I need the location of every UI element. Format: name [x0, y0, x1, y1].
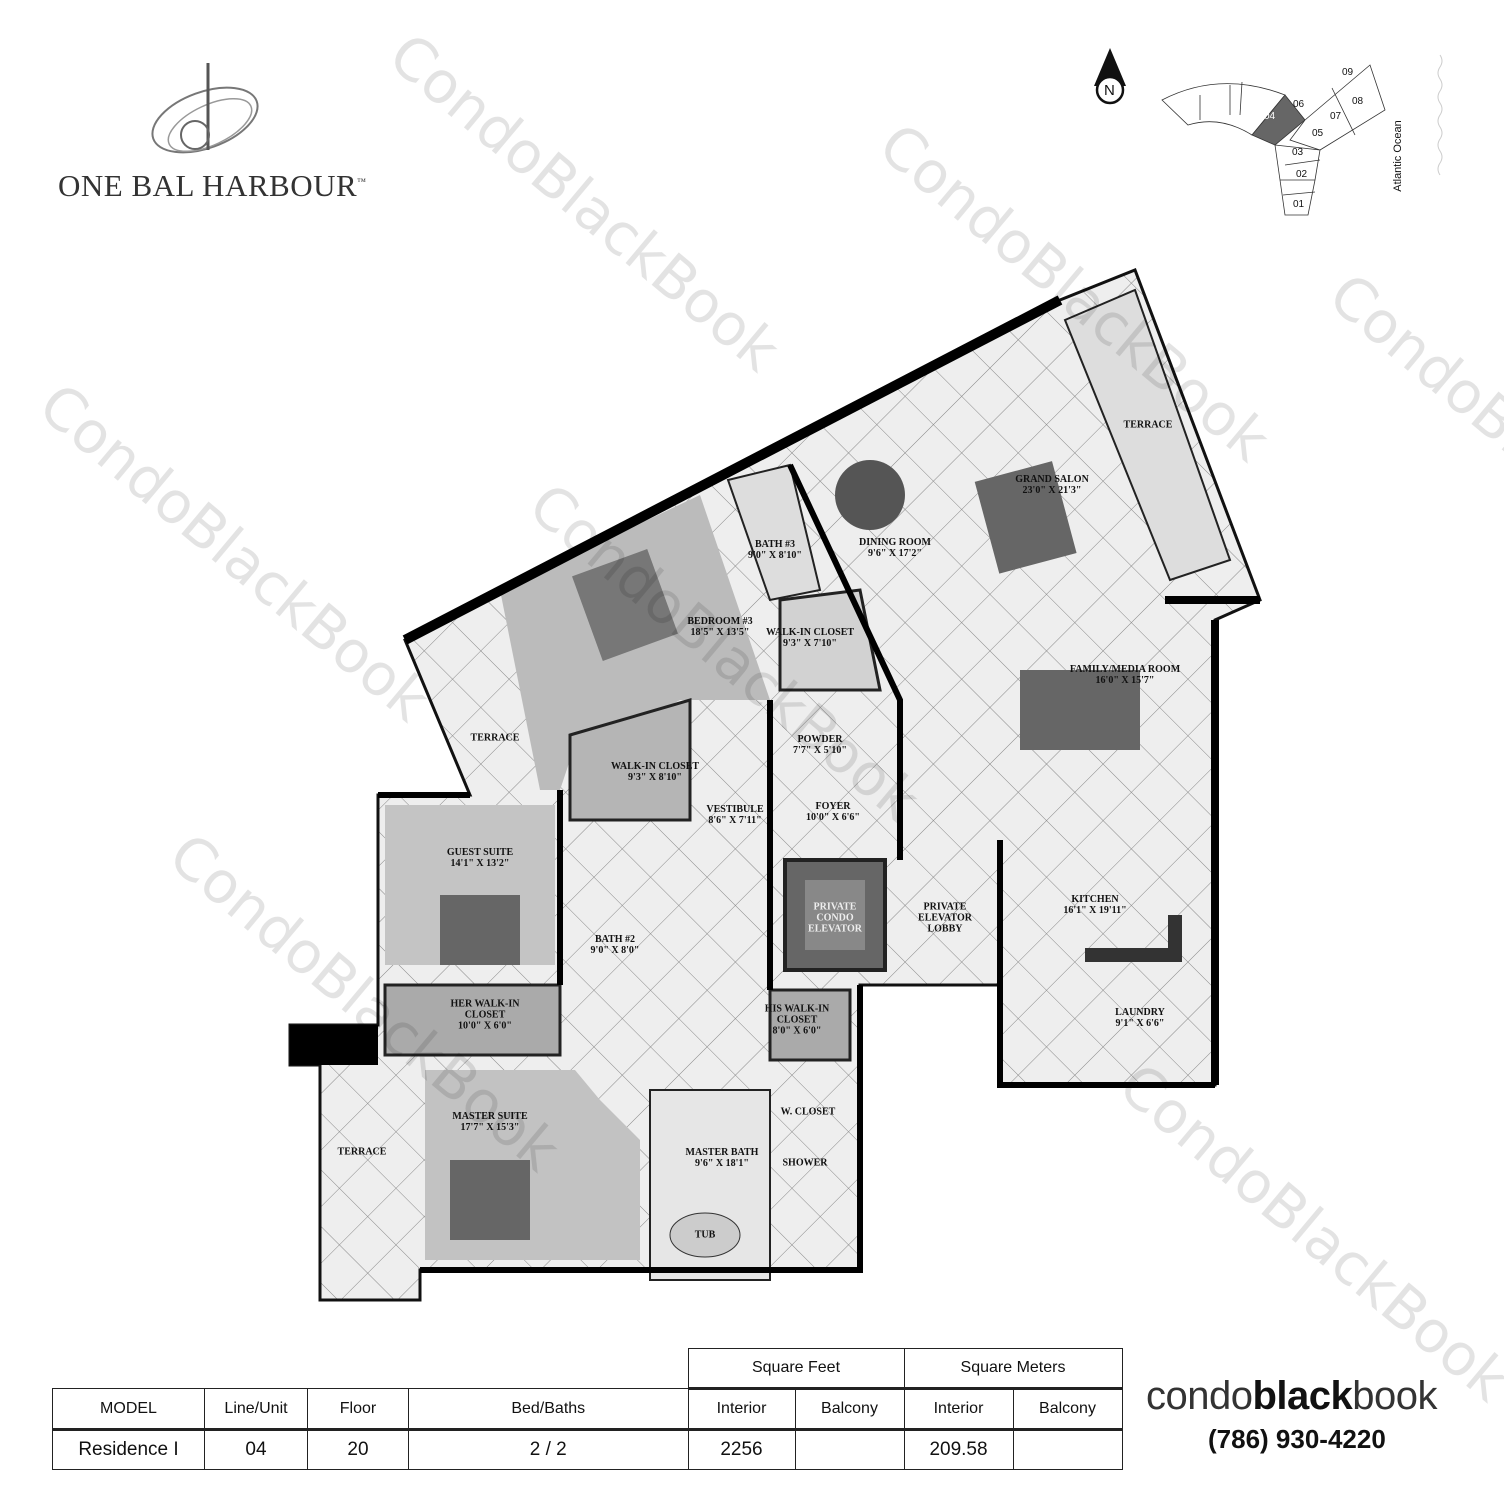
unit-label: 04: [1264, 111, 1276, 122]
room-label: TERRACE: [470, 732, 520, 744]
square-meters-header: Square Meters: [903, 1348, 1123, 1390]
building-name: ONE BAL HARBOUR™: [58, 168, 367, 203]
room-label: W. CLOSET: [780, 1106, 836, 1118]
cell-sqft-balcony: [794, 1429, 905, 1470]
cell-sqm-balcony: [1012, 1429, 1123, 1470]
unit-label: 09: [1342, 67, 1354, 78]
room-label: TERRACE: [1123, 419, 1173, 431]
logo-mark-icon: [151, 63, 259, 154]
unit-spec-table: Square Feet Square Meters MODEL Line/Uni…: [52, 1348, 1123, 1470]
header-floor: Floor: [307, 1388, 409, 1430]
room-label: PRIVATE CONDO ELEVATOR: [808, 901, 862, 935]
cell-sqm-interior: 209.58: [903, 1429, 1014, 1470]
unit-label: 01: [1293, 199, 1305, 210]
header-model: MODEL: [52, 1388, 205, 1430]
unit-label: 03: [1292, 147, 1304, 158]
room-label: TERRACE: [337, 1146, 387, 1158]
cell-bed-baths: 2 / 2: [408, 1429, 689, 1470]
key-plan: N 09 06 08 04 07 05 03 02 01 Atlantic Oc…: [1080, 40, 1460, 240]
unit-label: 02: [1296, 169, 1308, 180]
room-label: PRIVATE ELEVATOR LOBBY: [918, 901, 972, 935]
unit-label: 06: [1293, 99, 1305, 110]
header-sqm-balcony: Balcony: [1012, 1388, 1123, 1430]
cell-line-unit: 04: [204, 1429, 308, 1470]
header-line-unit: Line/Unit: [204, 1388, 308, 1430]
header-sqm-interior: Interior: [903, 1388, 1014, 1430]
north-arrow-icon: [1094, 48, 1126, 105]
cell-floor: 20: [307, 1429, 409, 1470]
cell-sqft-interior: 2256: [687, 1429, 796, 1470]
floor-plan-drawing: [288, 268, 1262, 1302]
room-label: TUB: [694, 1229, 716, 1241]
north-label: N: [1104, 82, 1115, 99]
header-bed-baths: Bed/Baths: [408, 1388, 689, 1430]
building-logo: [140, 55, 270, 165]
cell-model: Residence I: [52, 1429, 205, 1470]
unit-label: 05: [1312, 128, 1324, 139]
unit-label: 07: [1330, 111, 1342, 122]
header-sqft-interior: Interior: [687, 1388, 796, 1430]
phone-number: (786) 930-4220: [1208, 1424, 1386, 1454]
header-sqft-balcony: Balcony: [794, 1388, 905, 1430]
unit-label: 08: [1352, 96, 1364, 107]
square-feet-header: Square Feet: [687, 1348, 905, 1390]
room-label: SHOWER: [782, 1157, 828, 1169]
brand-logo: condoblackbook: [1146, 1374, 1438, 1418]
